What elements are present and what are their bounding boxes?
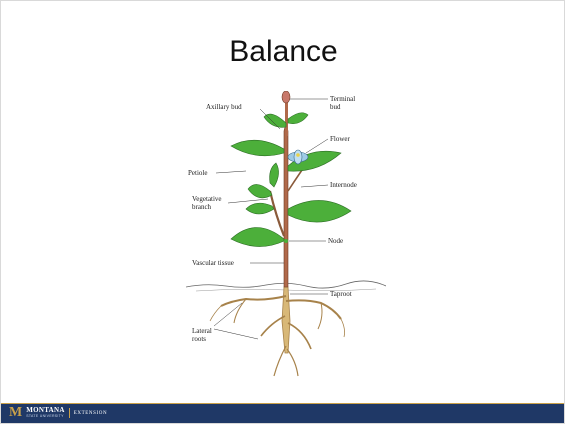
msu-logo-name: MONTANA: [26, 406, 65, 414]
label-lateral-roots: Lateral roots: [192, 327, 212, 343]
label-axillary-bud: Axillary bud: [206, 103, 242, 111]
footer-accent-line: [1, 403, 564, 404]
label-petiole: Petiole: [188, 169, 208, 177]
msu-logo: M MONTANA STATE UNIVERSITY EXTENSION: [9, 406, 107, 420]
extension-label: EXTENSION: [73, 410, 108, 416]
label-flower: Flower: [330, 135, 350, 143]
label-taproot: Taproot: [330, 290, 352, 298]
label-vascular-tissue: Vascular tissue: [192, 259, 234, 267]
msu-logo-sub: STATE UNIVERSITY: [26, 414, 64, 418]
msu-logo-mark: M: [9, 405, 23, 420]
slide-title: Balance: [229, 35, 338, 68]
label-internode: Internode: [330, 181, 357, 189]
label-terminal-bud: Terminal bud: [330, 95, 356, 111]
logo-divider: [68, 408, 70, 418]
footer-bar: M MONTANA STATE UNIVERSITY EXTENSION: [1, 403, 564, 423]
label-node: Node: [328, 237, 344, 245]
plant-diagram: Axillary bud Terminal bud Flower Petiole…: [185, 90, 387, 381]
flower-shape: [287, 149, 309, 165]
label-vegetative-branch: Vegetative branch: [192, 195, 222, 211]
plant-illustration: [185, 90, 387, 377]
